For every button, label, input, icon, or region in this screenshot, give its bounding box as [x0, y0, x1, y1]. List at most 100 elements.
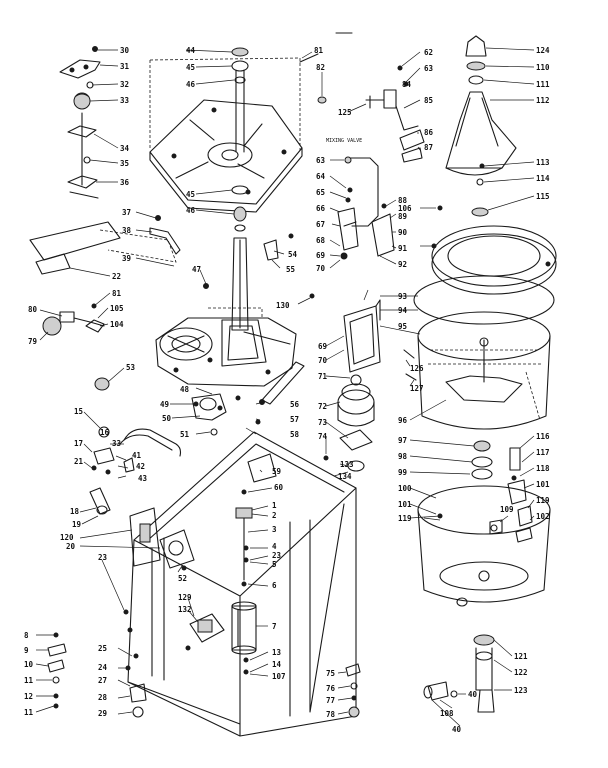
hose-part-18	[89, 487, 111, 515]
clamp-part-119	[515, 505, 533, 543]
leader-lines	[35, 47, 535, 727]
callout-93: 93	[398, 292, 408, 301]
lever-part-56	[259, 361, 305, 405]
callout-13: 13	[272, 648, 282, 657]
callout-54: 54	[288, 250, 298, 259]
callout-75: 75	[326, 669, 335, 678]
callout-127: 127	[410, 384, 424, 393]
callout-117: 117	[536, 448, 550, 457]
callout-110: 110	[536, 63, 550, 72]
callout-124: 124	[536, 46, 550, 55]
callout-50: 50	[162, 414, 172, 423]
callout-113: 113	[536, 158, 550, 167]
callout-107: 107	[272, 672, 286, 681]
callout-70: 70	[316, 264, 326, 273]
callout-20: 20	[66, 542, 76, 551]
agitator-part-112	[445, 91, 517, 176]
callout-123: 123	[514, 686, 528, 695]
callout-74: 74	[318, 432, 328, 441]
callout-64: 64	[316, 172, 326, 181]
switch-plate-39	[29, 221, 177, 275]
callout-120: 120	[60, 533, 74, 542]
callout-79: 79	[28, 337, 38, 346]
callout-46: 46	[186, 206, 196, 215]
callout-68: 68	[316, 236, 326, 245]
callout-85: 85	[424, 96, 433, 105]
drive-motor-part-72	[337, 374, 375, 427]
callout-119: 119	[536, 496, 550, 505]
callout-58: 58	[290, 430, 300, 439]
callout-129: 129	[178, 593, 192, 602]
bracket-part-90	[371, 203, 395, 257]
callout-36: 36	[120, 178, 130, 187]
callout-59: 59	[272, 467, 282, 476]
callout-104: 104	[110, 320, 124, 329]
callout-114: 114	[536, 174, 550, 183]
front-panel-part-120	[129, 507, 161, 567]
callout-118: 118	[536, 464, 550, 473]
spin-basket-part-95	[417, 311, 551, 430]
callout-125: 125	[338, 108, 352, 117]
seal-part-45	[231, 185, 249, 232]
callout-17: 17	[74, 439, 83, 448]
callout-99: 99	[398, 468, 408, 477]
callout-132: 132	[178, 605, 192, 614]
agitator-shaft-upper	[231, 47, 249, 153]
callout-14: 14	[272, 660, 282, 669]
callout-31: 31	[120, 62, 130, 71]
mixing-valve-note: MIXING VALVE	[326, 138, 362, 144]
callout-45: 45	[186, 190, 195, 199]
callout-116: 116	[536, 432, 550, 441]
fitting-parts-40-108	[423, 681, 458, 701]
callout-63: 63	[316, 156, 326, 165]
callout-65: 65	[316, 188, 325, 197]
callout-63-top: 63	[424, 64, 434, 73]
callout-3: 3	[272, 525, 277, 534]
callout-97: 97	[398, 436, 407, 445]
callout-78: 78	[326, 710, 336, 719]
agitator-cap-part-124	[465, 35, 487, 85]
callout-55: 55	[286, 265, 295, 274]
callout-95: 95	[398, 322, 407, 331]
callout-1: 1	[272, 501, 277, 510]
callout-48: 48	[180, 385, 190, 394]
callout-19: 19	[72, 520, 82, 529]
mixing-valve-part-83	[365, 65, 419, 131]
callout-33: 33	[120, 96, 130, 105]
callout-69-top: 69	[316, 251, 326, 260]
callout-23-left: 23	[98, 553, 108, 562]
callout-108: 108	[440, 709, 454, 718]
callout-90: 90	[398, 228, 408, 237]
callout-73: 73	[318, 418, 328, 427]
callout-109: 109	[500, 505, 514, 514]
tub-ring-part-91	[431, 225, 557, 295]
linkage-part-34	[67, 112, 99, 199]
callout-105: 105	[110, 304, 124, 313]
callout-87: 87	[424, 143, 433, 152]
gearcase-transmission	[155, 307, 297, 387]
callout-2: 2	[272, 511, 277, 520]
small-parts-column	[47, 632, 67, 709]
callout-25: 25	[98, 644, 107, 653]
callout-32: 32	[120, 80, 129, 89]
bearing-parts-97-99	[471, 440, 493, 480]
callout-96: 96	[398, 416, 408, 425]
leveling-leg-part-28	[129, 683, 147, 718]
callout-43: 43	[138, 474, 148, 483]
callout-101: 101	[398, 500, 412, 509]
hose-fitting-part-116	[507, 447, 527, 505]
callout-35: 35	[120, 159, 129, 168]
callout-39: 39	[122, 254, 132, 263]
switch-part-67	[337, 187, 359, 251]
bracket-part-31	[59, 59, 101, 79]
callout-11-low: 11	[24, 708, 34, 717]
callout-81-left: 81	[112, 289, 122, 298]
callout-89: 89	[398, 212, 408, 221]
callout-46-top: 46	[186, 80, 196, 89]
callout-77: 77	[326, 696, 335, 705]
pump-cover-part-71	[343, 299, 381, 373]
pulley-part-73	[339, 429, 373, 451]
callout-16: 16	[100, 428, 110, 437]
callout-40: 40	[468, 690, 478, 699]
